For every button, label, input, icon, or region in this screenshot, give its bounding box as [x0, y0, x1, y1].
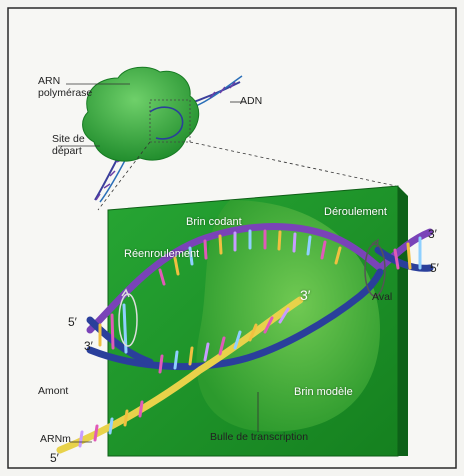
- label-reenroulement: Réenroulement: [124, 248, 199, 260]
- label-5prime-right: 5′: [430, 262, 439, 275]
- label-5prime-left: 5′: [68, 316, 77, 329]
- label-bulle-transcription: Bulle de transcription: [210, 432, 308, 444]
- label-brin-modele: Brin modèle: [294, 386, 353, 398]
- label-brin-codant: Brin codant: [186, 216, 242, 228]
- label-arn-polymerase: ARN polymérase: [38, 76, 108, 99]
- label-site-depart: Site de départ: [52, 134, 110, 157]
- label-aval: Aval: [372, 292, 392, 304]
- label-3prime-left: 3′: [84, 340, 93, 353]
- label-deroulement: Déroulement: [324, 206, 387, 218]
- label-5prime-bottom: 5′: [50, 452, 59, 465]
- label-adn: ADN: [240, 96, 262, 108]
- label-amont: Amont: [38, 386, 68, 398]
- label-arnm: ARNm: [40, 434, 71, 446]
- label-3prime-center: 3′: [300, 288, 310, 303]
- label-3prime-top-right: 3′: [428, 228, 437, 241]
